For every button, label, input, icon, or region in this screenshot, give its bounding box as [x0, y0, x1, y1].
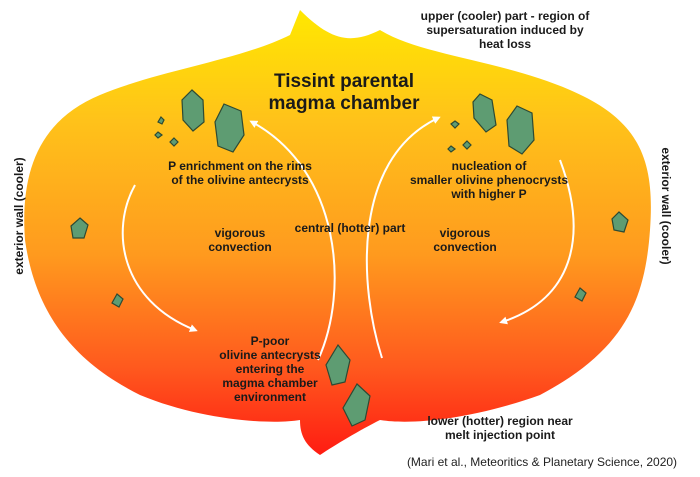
central-part-label: central (hotter) part	[294, 221, 406, 235]
chamber-title: Tissint parental magma chamber	[264, 71, 424, 115]
lower-region-line: lower (hotter) region near	[427, 414, 573, 428]
olivine-phenocryst-crystal	[462, 140, 472, 150]
nucleation-line: smaller olivine phenocrysts	[409, 173, 569, 187]
p-enrichment-line: of the olivine antecrysts	[171, 173, 309, 187]
citation: (Mari et al., Meteoritics & Planetary Sc…	[406, 455, 678, 469]
p-poor-line: P-poor	[250, 334, 290, 348]
upper-region-label: upper (cooler) part - region of supersat…	[400, 9, 610, 51]
p-poor-line: environment	[233, 390, 306, 404]
convection-arrow-center-right-up	[365, 116, 441, 359]
olivine-phenocryst-crystal	[70, 217, 89, 239]
p-enrichment-line: P enrichment on the rims	[168, 159, 312, 173]
olivine-phenocryst-crystal	[154, 131, 163, 139]
p-enrichment-label: P enrichment on the rims of the olivine …	[155, 159, 325, 187]
p-poor-line: magma chamber	[222, 376, 318, 390]
chamber-title-line: Tissint parental	[273, 71, 415, 92]
olivine-antecryst-crystal	[181, 89, 205, 132]
olivine-antecryst-crystal	[214, 103, 245, 153]
chamber-title-line: magma chamber	[268, 93, 420, 114]
olivine-phenocryst-crystal	[611, 211, 629, 233]
right-wall-label: exterior wall (cooler)	[659, 147, 673, 265]
olivine-phenocryst-crystal	[574, 287, 587, 302]
p-poor-line: olivine antecrysts	[219, 348, 321, 362]
olivine-antecryst-crystal	[506, 105, 535, 155]
convection-right-label: vigorous convection	[420, 226, 510, 254]
nucleation-line: with higher P	[451, 187, 527, 201]
olivine-phenocryst-crystal	[157, 116, 165, 125]
nucleation-label: nucleation of smaller olivine phenocryst…	[404, 159, 574, 201]
olivine-phenocryst-crystal	[111, 293, 124, 308]
p-poor-line: entering the	[235, 362, 305, 376]
convection-left-label: vigorous convection	[195, 226, 285, 254]
lower-region-line: melt injection point	[445, 428, 555, 442]
olivine-antecryst-crystal	[342, 383, 371, 427]
upper-region-line: upper (cooler) part - region of	[420, 9, 590, 23]
lower-region-label: lower (hotter) region near melt injectio…	[410, 414, 590, 442]
convection-arrow-left-down	[121, 184, 198, 332]
convection-right-line: convection	[433, 240, 497, 254]
upper-region-line: heat loss	[478, 37, 532, 51]
convection-left-line: vigorous	[214, 226, 266, 240]
p-poor-label: P-poor olivine antecrysts entering the m…	[205, 334, 335, 404]
convection-right-line: vigorous	[439, 226, 491, 240]
convection-arrow-center-left-up	[249, 120, 336, 361]
upper-region-line: supersaturation induced by	[426, 23, 584, 37]
olivine-antecryst-crystal	[325, 343, 351, 386]
olivine-phenocryst-crystal	[450, 120, 460, 129]
convection-arrow-right-down	[499, 159, 575, 325]
nucleation-line: nucleation of	[451, 159, 527, 173]
olivine-phenocryst-crystal	[169, 137, 179, 147]
olivine-phenocryst-crystal	[447, 145, 456, 153]
left-wall-label: exterior wall (cooler)	[12, 157, 26, 275]
convection-left-line: convection	[208, 240, 272, 254]
olivine-antecryst-crystal	[472, 93, 497, 133]
